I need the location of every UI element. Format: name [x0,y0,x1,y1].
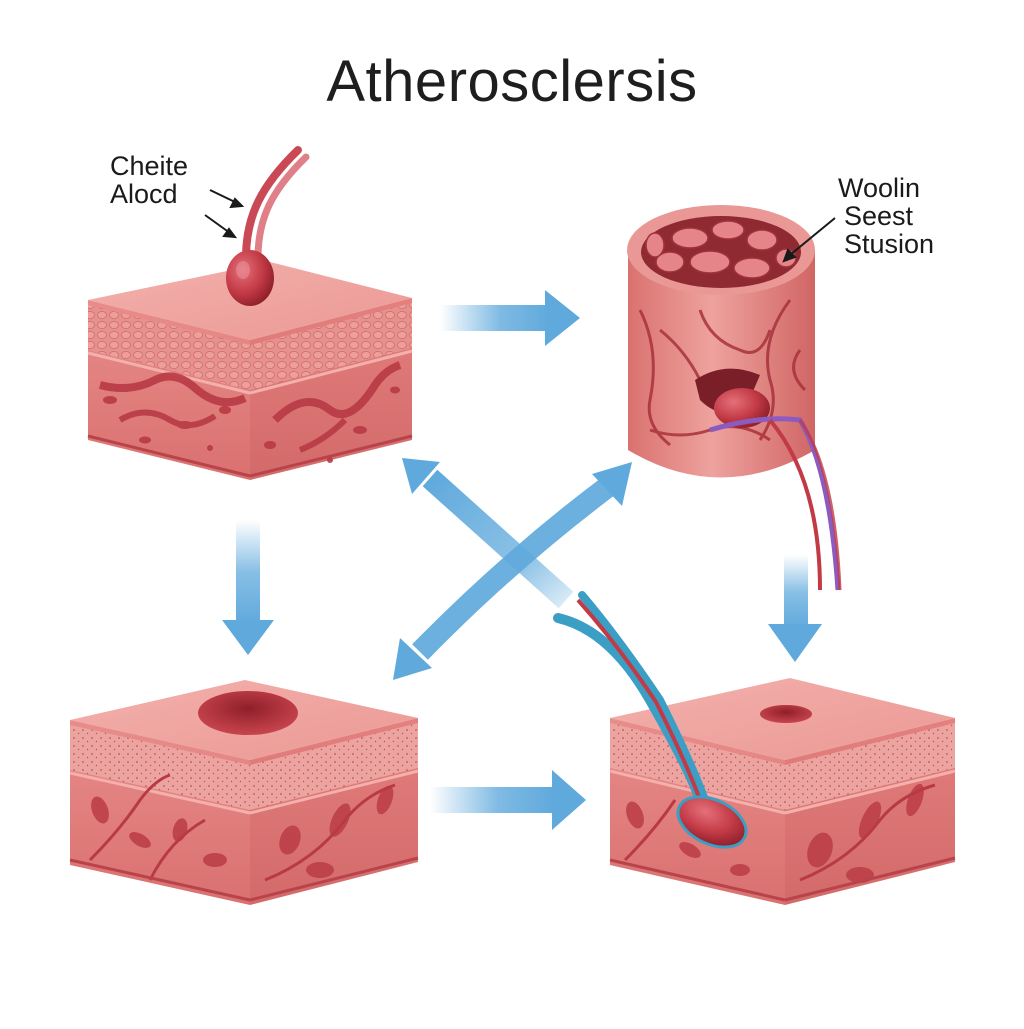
penetrating-vessel-icon [553,591,748,849]
stage-vessel-cross-section [627,205,842,591]
label-line: Alocd [110,179,178,209]
label-top-left: Cheite Alocd [110,152,188,208]
stage-healthy-wall [87,146,413,480]
pointer-arrow-top-right [782,217,836,263]
arrow-left-down [222,520,274,655]
diagram-title: Atherosclersis [326,49,698,114]
vessel-bulb-icon [226,146,310,306]
arrow-diagonal-bidirectional [393,462,632,680]
lesion-opening-icon [198,691,298,735]
arrow-right-down [768,555,822,662]
pointer-arrows-top-left [204,189,245,239]
plaque-cells-icon [645,220,797,279]
label-line: Seest [844,201,914,231]
label-line: Woolin [838,173,921,203]
label-line: Cheite [110,151,189,181]
small-opening-icon [760,705,812,723]
arrow-top-right [440,290,580,346]
arrow-diagonal-up-left [402,458,574,609]
stage-open-lesion-block [69,680,419,905]
label-line: Stusion [844,229,935,259]
arrow-bottom-right [430,770,586,830]
label-top-right: Woolin Seest Stusion [838,174,934,258]
stage-penetrating-vessel-block [553,591,956,905]
